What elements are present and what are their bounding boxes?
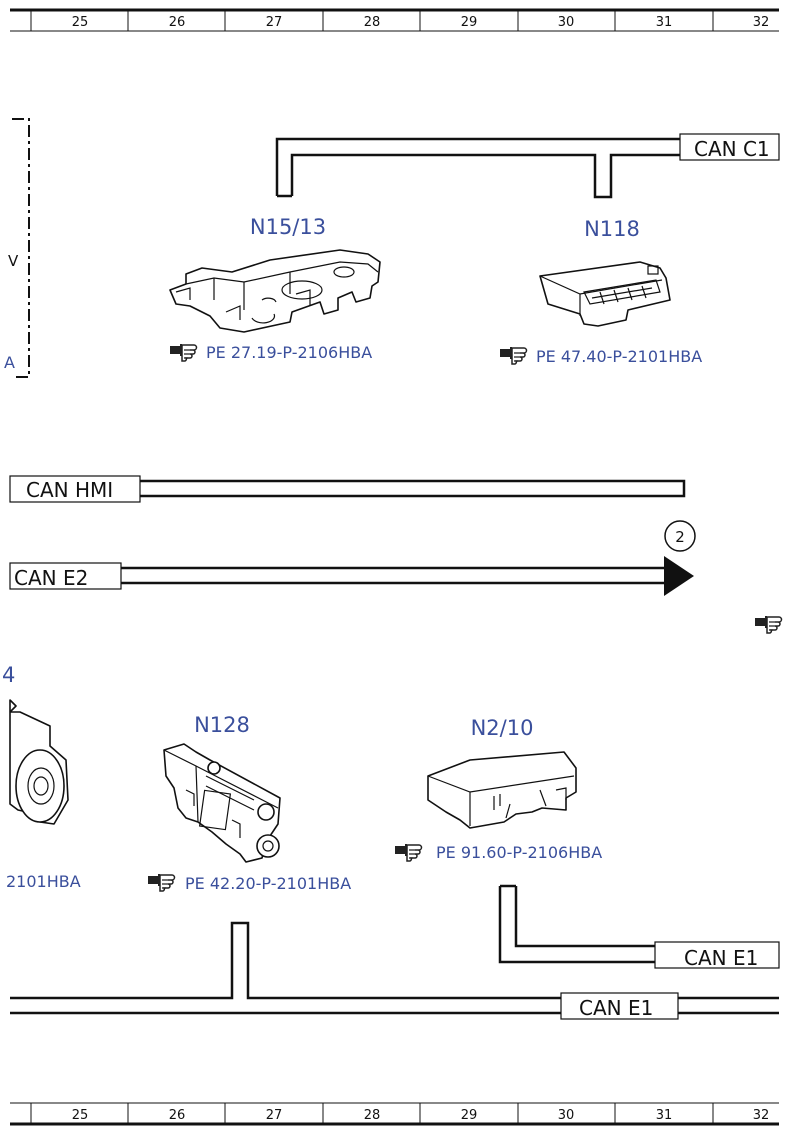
n2-10-ref-text: PE 91.60-P-2106HBA: [436, 843, 602, 862]
can-c1-wire: CAN C1: [275, 133, 780, 199]
connector-2-badge[interactable]: 2: [664, 520, 696, 552]
n128-reference[interactable]: PE 42.20-P-2101HBA: [147, 873, 351, 893]
n2-10-reference[interactable]: PE 91.60-P-2106HBA: [394, 843, 602, 862]
ruler-col-27: 27: [266, 15, 283, 30]
ruler-col-29: 29: [461, 1108, 478, 1123]
ruler-col-25: 25: [72, 1108, 89, 1123]
ruler-col-29: 29: [461, 15, 478, 30]
ruler-col-30: 30: [558, 1108, 575, 1123]
n15-13-part-drawing: [169, 249, 381, 333]
can-e1-lower-wire: CAN E1: [10, 921, 779, 1020]
n15-13-ref-text: PE 27.19-P-2106HBA: [206, 343, 372, 362]
n128-ref-text: PE 42.20-P-2101HBA: [185, 874, 351, 893]
left-fragment-a: A: [4, 353, 15, 372]
ruler-col-32: 32: [753, 15, 770, 30]
can-c1-label: CAN C1: [694, 137, 770, 161]
pointing-hand-icon[interactable]: [754, 615, 783, 634]
component-n2-10[interactable]: N2/10 PE 91.60-P-2106HBA: [394, 716, 602, 862]
partial-left-ref-text: 2101HBA: [6, 872, 81, 891]
left-fragment-v: V: [8, 252, 19, 270]
can-hmi-label: CAN HMI: [26, 478, 113, 502]
ruler-col-32: 32: [753, 1108, 770, 1123]
can-e1-lower-label: CAN E1: [579, 996, 653, 1020]
ruler-col-28: 28: [364, 1108, 381, 1123]
n128-part-drawing: [163, 743, 281, 863]
top-ruler: 25 26 27 28 29 30 31 32: [10, 8, 779, 32]
can-e2-wire: CAN E2: [9, 556, 694, 596]
can-e1-upper-wire: CAN E1: [498, 884, 780, 970]
ruler-col-31: 31: [656, 1108, 673, 1123]
n15-13-reference[interactable]: PE 27.19-P-2106HBA: [169, 343, 372, 362]
partial-left-label: 4: [2, 663, 15, 687]
n118-reference[interactable]: PE 47.40-P-2101HBA: [499, 346, 702, 366]
pointing-hand-icon: [394, 843, 423, 862]
ruler-col-31: 31: [656, 15, 673, 30]
n2-10-label: N2/10: [471, 716, 534, 740]
can-hmi-wire: CAN HMI: [9, 475, 686, 503]
pointing-hand-icon: [147, 873, 176, 892]
component-n128[interactable]: N128 PE 42.20-P-2101HBA: [147, 713, 351, 893]
ruler-col-26: 26: [169, 15, 186, 30]
can-e2-label: CAN E2: [14, 566, 88, 590]
n2-10-part-drawing: [427, 751, 577, 829]
connector-number: 2: [675, 528, 685, 546]
pointing-hand-icon: [499, 346, 528, 365]
ruler-col-25: 25: [72, 15, 89, 30]
ruler-col-26: 26: [169, 1108, 186, 1123]
ruler-col-28: 28: [364, 15, 381, 30]
ruler-col-30: 30: [558, 15, 575, 30]
n118-part-drawing: [539, 261, 671, 327]
bottom-ruler: 25 26 27 28 29 30 31 32: [10, 1102, 779, 1126]
pointing-hand-icon: [169, 343, 198, 362]
component-n118[interactable]: N118 PE 47.40-P-2101HBA: [499, 217, 702, 366]
n15-13-label: N15/13: [250, 215, 326, 239]
n118-ref-text: PE 47.40-P-2101HBA: [536, 347, 702, 366]
n118-label: N118: [584, 217, 640, 241]
component-n15-13[interactable]: N15/13 PE 27.19-P-2106HBA: [169, 215, 381, 362]
n128-label: N128: [194, 713, 250, 737]
component-partial-left[interactable]: 4 2101HBA: [2, 663, 81, 891]
can-e1-upper-label: CAN E1: [684, 946, 758, 970]
partial-left-part-drawing: [9, 699, 69, 825]
left-component-frame: V A: [4, 118, 30, 378]
ruler-col-27: 27: [266, 1108, 283, 1123]
